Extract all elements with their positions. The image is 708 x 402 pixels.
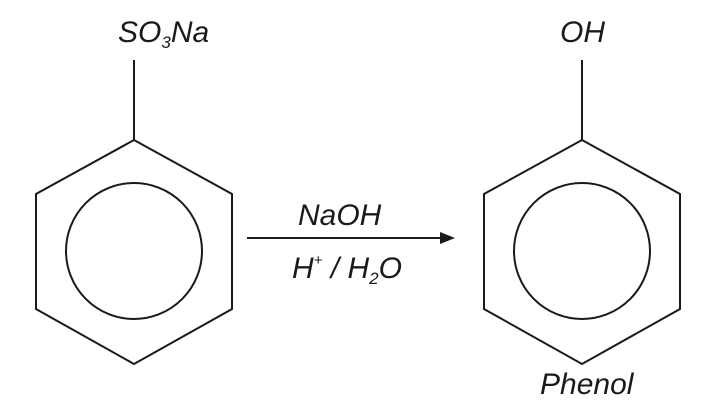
product-benzene-ring [483, 138, 681, 366]
reagent-naoh: NaOH [298, 199, 382, 232]
product-name-label: Phenol [540, 368, 635, 401]
reagent-acid-water: H+ / H2O [292, 252, 402, 288]
product-substituent-label: OH [560, 16, 605, 49]
product-aromatic-circle [513, 182, 651, 320]
reactant-aromatic-circle [65, 182, 203, 320]
arrow-head-icon [440, 232, 455, 244]
reactant-molecule: SO3Na [35, 16, 233, 366]
product-molecule: OH Phenol [483, 16, 681, 401]
reactant-benzene-ring [35, 138, 233, 366]
reactant-substituent-label: SO3Na [118, 16, 209, 52]
reaction-arrow-group: NaOH H+ / H2O [247, 199, 455, 288]
